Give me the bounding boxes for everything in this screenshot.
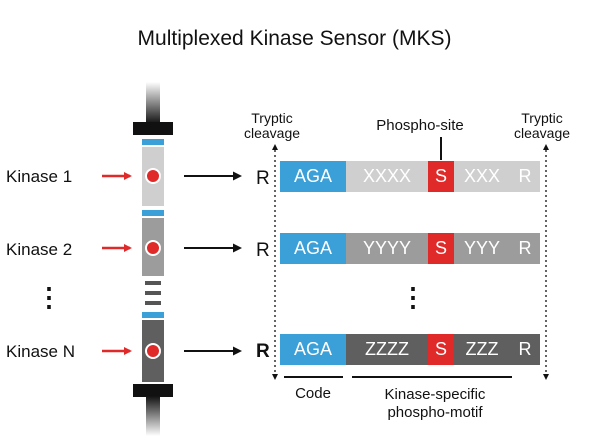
- code-segment: AGA: [280, 233, 346, 264]
- column-segment-2: [142, 210, 164, 276]
- end-residue-segment: R: [510, 161, 540, 192]
- phospho-site-segment: S: [428, 334, 454, 365]
- motif-segment-1: XXXX: [346, 161, 428, 192]
- column-ellipsis-bars: [145, 281, 161, 305]
- tryptic-cleavage-right-line: [543, 144, 549, 380]
- r-residue: R: [256, 240, 270, 261]
- code-segment: AGA: [280, 161, 346, 192]
- end-residue-segment: R: [510, 233, 540, 264]
- r-residue: R: [256, 168, 270, 189]
- motif-segment-2: YYY: [454, 233, 510, 264]
- kinase-ellipsis: ⋮: [36, 282, 62, 312]
- tryptic-cleavage-right-label: Tryptic cleavage: [513, 110, 571, 141]
- column-top-cap: [133, 82, 173, 135]
- column-segment-n: [142, 312, 164, 382]
- peptide-ellipsis: ⋮: [400, 282, 426, 312]
- kinase-n-label: Kinase N: [6, 342, 75, 361]
- tryptic-cleavage-left-line: [272, 144, 278, 380]
- end-residue-segment: R: [510, 334, 540, 365]
- phospho-site-label: Phospho-site: [376, 117, 464, 134]
- motif-segment-1: ZZZZ: [346, 334, 428, 365]
- phospho-site-segment: S: [428, 161, 454, 192]
- kinase-2-bead-icon: [145, 240, 161, 256]
- motif-segment-1: YYYY: [346, 233, 428, 264]
- kinase-n-bead-icon: [145, 343, 161, 359]
- kinase-2-label: Kinase 2: [6, 240, 73, 259]
- motif-segment-2: ZZZ: [454, 334, 510, 365]
- motif-label: Kinase-specific phospho-motif: [384, 386, 486, 421]
- code-segment: AGA: [280, 334, 346, 365]
- r-residue: R: [256, 341, 270, 362]
- kinase-1-label: Kinase 1: [6, 167, 73, 186]
- code-label: Code: [295, 385, 331, 402]
- column-bottom-cap: [133, 384, 173, 436]
- diagram-title: Multiplexed Kinase Sensor (MKS): [137, 27, 452, 50]
- tryptic-cleavage-left-label: Tryptic cleavage: [243, 110, 301, 141]
- kinase-1-bead-icon: [145, 168, 161, 184]
- column-segment-1: [142, 139, 164, 206]
- motif-segment-2: XXX: [454, 161, 510, 192]
- phospho-site-segment: S: [428, 233, 454, 264]
